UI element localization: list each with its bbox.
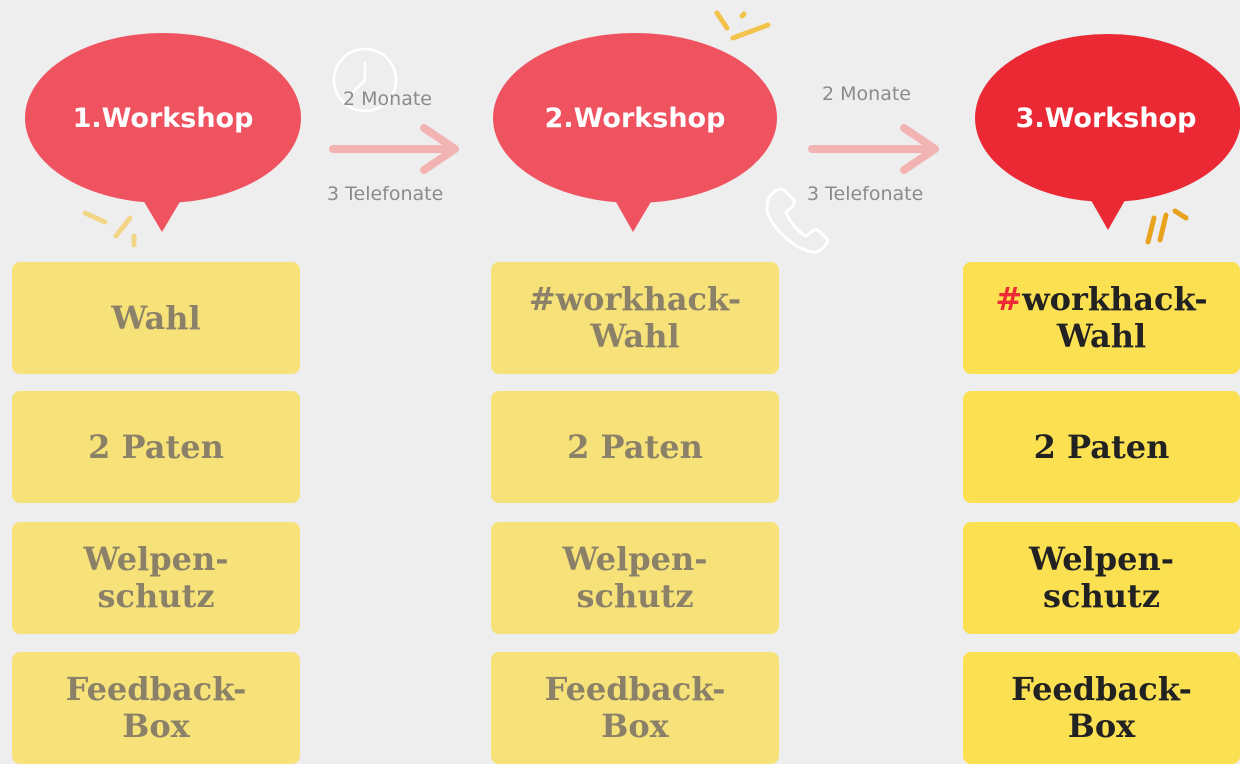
card-label: 2 Paten: [88, 427, 224, 466]
hash-mark: #: [995, 280, 1023, 318]
card-label: Feedback- Box: [1011, 670, 1192, 745]
stage-3-title: 3.Workshop: [1015, 103, 1197, 134]
speech-bubble-2: [493, 33, 777, 232]
card-label: Welpen- schutz: [1028, 540, 1175, 615]
stage-2-title: 2.Workshop: [544, 103, 726, 134]
transition-2-duration: 2 Monate: [822, 83, 911, 105]
card-label: 2 Paten: [567, 427, 703, 466]
card-label: Feedback- Box: [544, 670, 726, 745]
stage-3-card-3: Welpen- schutz: [963, 522, 1240, 634]
card-label: #workhack- Wahl: [995, 281, 1207, 355]
stage-1-card-2: 2 Paten: [12, 391, 300, 503]
stage-1-card-3: Welpen- schutz: [12, 522, 300, 634]
emphasis-lines-icon: [1145, 208, 1189, 245]
stage-1-card-1: Wahl: [12, 262, 300, 374]
card-label: Wahl: [111, 298, 201, 337]
stage-2-card-4: Feedback- Box: [491, 652, 779, 764]
arrow-1: [329, 124, 459, 174]
card-label-text: workhack- Wahl: [1022, 280, 1208, 355]
emphasis-lines-icon: [714, 10, 771, 41]
speech-bubble-3: [975, 34, 1240, 230]
stage-3-card-2: 2 Paten: [963, 391, 1240, 503]
arrow-2: [808, 124, 939, 174]
card-label: Welpen- schutz: [83, 540, 229, 615]
stage-1-title: 1.Workshop: [72, 103, 254, 134]
stage-2-card-2: 2 Paten: [491, 391, 779, 503]
transition-2-calls: 3 Telefonate: [807, 183, 924, 205]
card-label: #workhack- Wahl: [528, 280, 742, 355]
card-label: Welpen- schutz: [562, 540, 708, 615]
stage-3-card-1: #workhack- Wahl: [963, 262, 1240, 374]
transition-1-duration: 2 Monate: [343, 88, 432, 110]
clock-icon: [332, 47, 398, 113]
stage-3-card-4: Feedback- Box: [963, 652, 1240, 764]
stage-2-card-3: Welpen- schutz: [491, 522, 779, 634]
emphasis-lines-icon: [82, 210, 137, 248]
card-label: Feedback- Box: [65, 670, 247, 745]
speech-bubble-1: [25, 33, 301, 232]
phone-icon: [765, 187, 830, 254]
transition-1-calls: 3 Telefonate: [327, 183, 444, 205]
card-label: 2 Paten: [1033, 427, 1170, 466]
stage-1-card-4: Feedback- Box: [12, 652, 300, 764]
stage-2-card-1: #workhack- Wahl: [491, 262, 779, 374]
